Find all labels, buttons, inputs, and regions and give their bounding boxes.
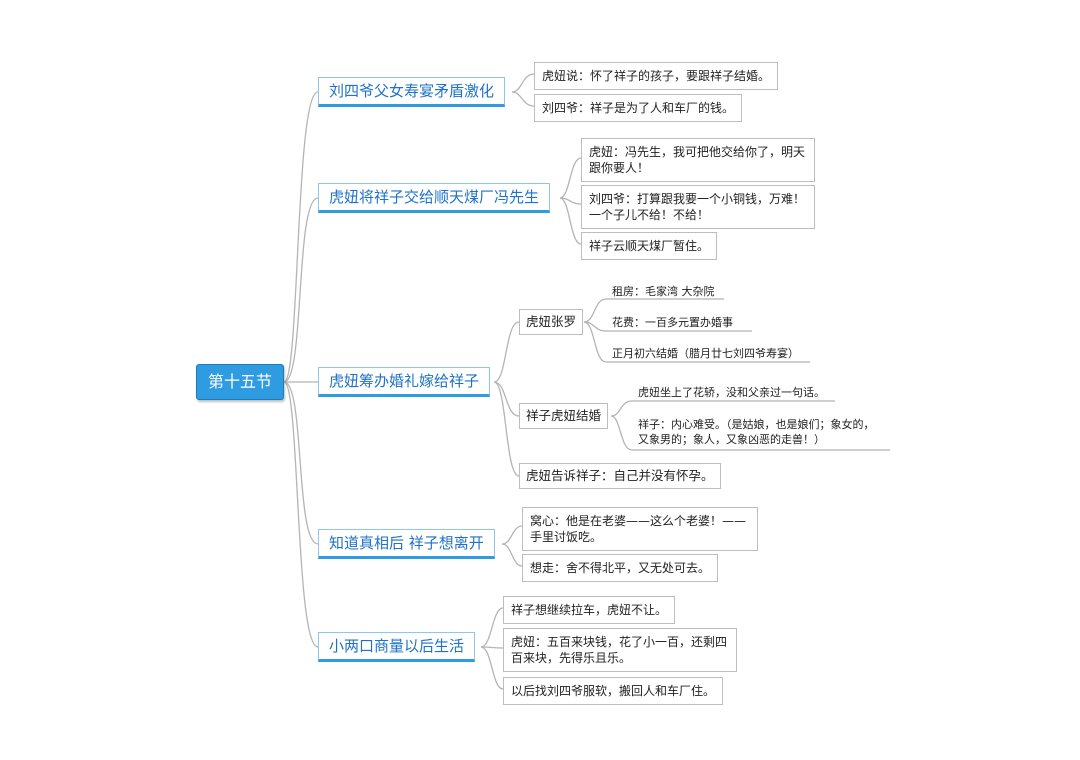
detail-text: 虎妞坐上了花轿，没和父亲过一句话。	[638, 386, 825, 399]
branch-node[interactable]: 小两口商量以后生活	[318, 632, 476, 662]
leaf-node[interactable]: 虎妞：五百来块钱，花了小一百，还剩四百来块，先得乐且乐。	[503, 628, 737, 672]
leaf-node[interactable]: 窝心：他是在老婆——这么个老婆！——手里讨饭吃。	[522, 507, 758, 551]
sub-node[interactable]: 虎妞告诉祥子：自己并没有怀孕。	[519, 463, 721, 489]
detail-text: 花费：一百多元置办婚事	[612, 316, 733, 329]
branch-node[interactable]: 知道真相后 祥子想离开	[318, 529, 495, 559]
leaf-node[interactable]: 刘四爷：打算跟我要一个小铜钱，万难！一个子儿不给！不给！	[581, 185, 815, 229]
leaf-node[interactable]: 刘四爷：祥子是为了人和车厂的钱。	[534, 94, 743, 122]
detail-text: 祥子：内心难受。（是姑娘，也是娘们；象女的，又象男的；象人，又象凶恶的走兽！）	[638, 418, 875, 446]
detail-text: 正月初六结婚（腊月廿七刘四爷寿宴）	[612, 347, 799, 360]
sub-node[interactable]: 虎妞张罗	[519, 309, 584, 335]
sub-node[interactable]: 祥子虎妞结婚	[519, 403, 609, 429]
branch-node[interactable]: 虎妞筹办婚礼嫁给祥子	[318, 367, 491, 397]
detail-text: 租房：毛家湾 大杂院	[612, 285, 715, 298]
leaf-node[interactable]: 虎妞说：怀了祥子的孩子，要跟祥子结婚。	[534, 62, 779, 90]
branch-node[interactable]: 刘四爷父女寿宴矛盾激化	[318, 77, 506, 107]
leaf-node[interactable]: 想走：舍不得北平，又无处可去。	[522, 554, 719, 582]
leaf-node[interactable]: 祥子想继续拉车，虎妞不让。	[503, 596, 676, 624]
leaf-node[interactable]: 祥子云顺天煤厂暂住。	[581, 232, 718, 260]
leaf-node[interactable]: 以后找刘四爷服软，搬回人和车厂住。	[503, 677, 724, 705]
leaf-node[interactable]: 虎妞：冯先生，我可把他交给你了，明天跟你要人！	[581, 138, 815, 182]
root-node[interactable]: 第十五节	[196, 364, 284, 400]
branch-node[interactable]: 虎妞将祥子交给顺天煤厂冯先生	[318, 183, 551, 213]
